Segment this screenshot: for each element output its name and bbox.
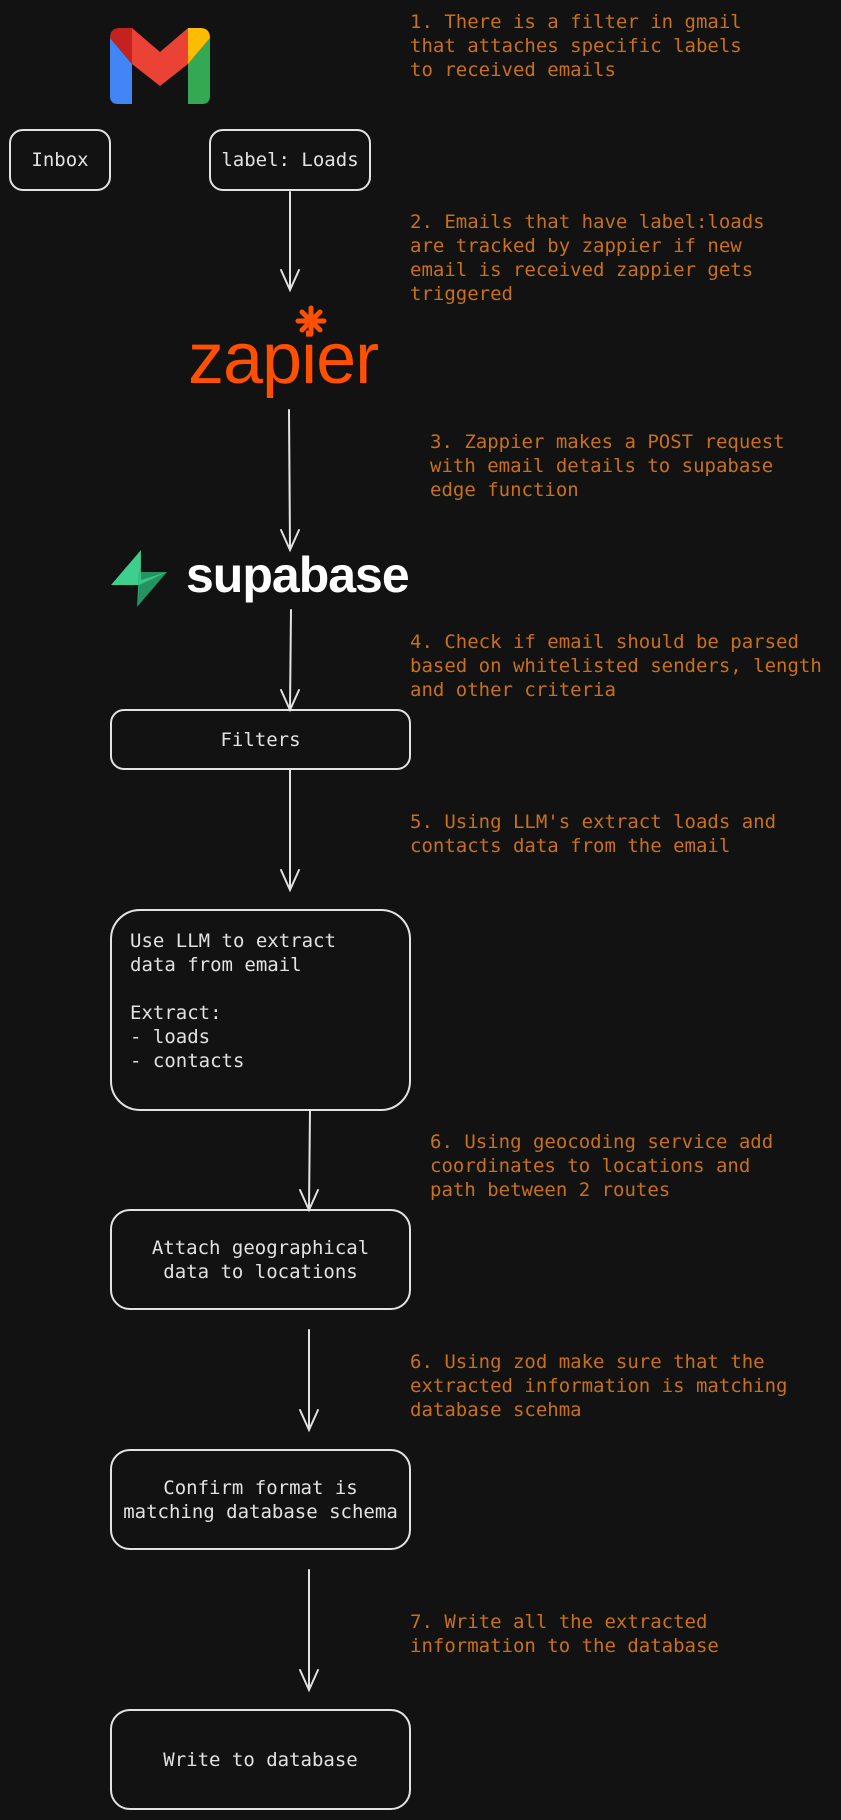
inbox-box: Inbox xyxy=(9,129,111,191)
label-loads-box: label: Loads xyxy=(209,129,371,191)
step-note-6b: 6. Using zod make sure that the extracte… xyxy=(410,1351,788,1421)
filters-box: Filters xyxy=(110,709,411,770)
gmail-logo-icon xyxy=(110,28,210,104)
step-note-6a: 6. Using geocoding service add coordinat… xyxy=(430,1131,774,1201)
step-note-5: 5. Using LLM's extract loads and contact… xyxy=(410,811,777,857)
step-note-2: 2. Emails that have label:loads are trac… xyxy=(410,211,765,305)
supabase-bolt-icon xyxy=(111,550,167,607)
zapier-asterisk-icon xyxy=(295,305,327,337)
step-note-3: 3. Zappier makes a POST request with ema… xyxy=(430,431,785,501)
arrow-label-to-zapier xyxy=(280,191,300,293)
supabase-logo-text: supabase xyxy=(186,547,410,603)
arrow-geo-to-confirm xyxy=(299,1329,319,1433)
step-note-7: 7. Write all the extracted information t… xyxy=(410,1611,719,1657)
llm-extract-box: Use LLM to extract data from email Extra… xyxy=(110,909,411,1111)
step-note-1: 1. There is a filter in gmail that attac… xyxy=(410,11,742,81)
geo-data-box: Attach geographical data to locations xyxy=(110,1209,411,1310)
arrow-confirm-to-write xyxy=(299,1569,319,1693)
step-note-4: 4. Check if email should be parsed based… xyxy=(410,631,822,701)
arrow-filters-to-llm xyxy=(280,769,300,893)
write-database-box: Write to database xyxy=(110,1709,411,1810)
arrow-llm-to-geo xyxy=(299,1109,319,1213)
arrow-zapier-to-supabase xyxy=(280,409,300,553)
zapier-logo-text: zapier xyxy=(188,319,379,399)
confirm-format-box: Confirm format is matching database sche… xyxy=(110,1449,411,1550)
arrow-supabase-to-filters xyxy=(280,609,300,713)
